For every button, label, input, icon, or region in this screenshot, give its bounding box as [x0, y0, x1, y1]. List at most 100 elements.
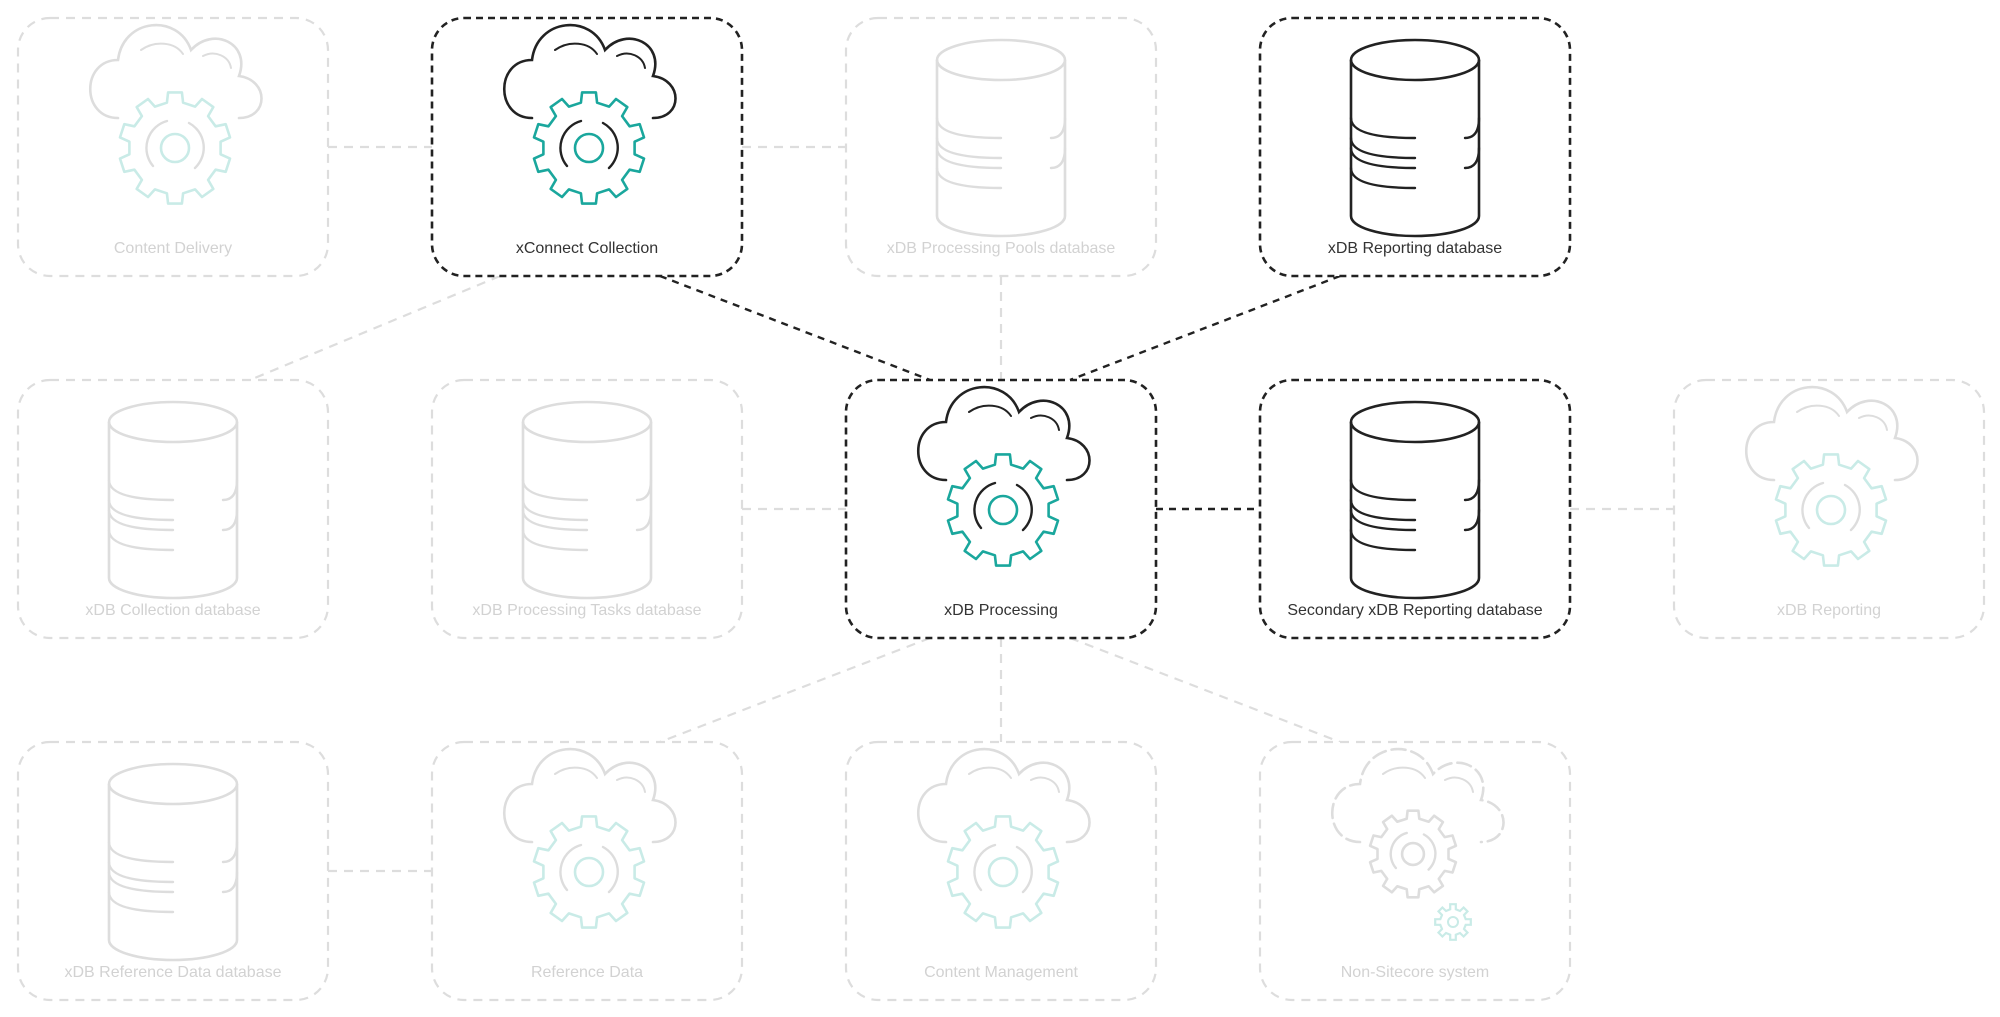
node-xdb-collection-database[interactable]: xDB Collection database [16, 378, 330, 640]
node-label: xDB Reporting [1777, 602, 1881, 619]
cloud-gear-icon [88, 23, 263, 205]
gear-hub [573, 132, 605, 164]
node-reference-data[interactable]: Reference Data [430, 740, 744, 1002]
node-xdb-processing[interactable]: xDB Processing [844, 378, 1158, 640]
database-band-1 [107, 478, 175, 522]
gear-arcs [1389, 831, 1437, 871]
connector-xdb-processing-to-reference-data [659, 636, 931, 744]
node-label: xDB Processing Tasks database [472, 602, 701, 619]
node-non-sitecore-system[interactable]: Non-Sitecore system [1258, 740, 1572, 1002]
gear-hub [987, 856, 1019, 888]
node-label: xDB Processing [944, 602, 1058, 619]
node-label: xConnect Collection [516, 240, 658, 257]
gear-shape [532, 815, 646, 929]
node-xdb-processing-pools-database[interactable]: xDB Processing Pools database [844, 16, 1158, 278]
broken-cloud-gear-icon [1330, 747, 1505, 941]
connector-xdb-reporting-database-to-xdb-processing [1069, 274, 1341, 382]
node-label: Non-Sitecore system [1341, 964, 1490, 981]
gear-shape [946, 815, 1060, 929]
database-body [107, 784, 239, 962]
cloud-shape [502, 747, 677, 844]
database-band-2 [521, 508, 589, 552]
cloud-gear-icon [1744, 385, 1919, 567]
database-band-1 [521, 478, 589, 522]
node-xconnect-collection[interactable]: xConnect Collection [430, 16, 744, 278]
connector-xconnect-collection-to-xdb-processing [659, 274, 931, 382]
node-secondary-xdb-reporting-database[interactable]: Secondary xDB Reporting database [1258, 378, 1572, 640]
node-frame [430, 378, 744, 640]
gear-arcs [1801, 481, 1861, 532]
gear-arcs [559, 119, 619, 170]
node-xdb-reporting[interactable]: xDB Reporting [1672, 378, 1986, 640]
node-xdb-processing-tasks-database[interactable]: xDB Processing Tasks database [430, 378, 744, 640]
database-icon [521, 400, 653, 600]
gear-arcs [559, 843, 619, 894]
cloud-gear-icon [502, 23, 677, 205]
database-band-edge-1 [1463, 478, 1481, 502]
database-band-edge-1 [221, 478, 239, 502]
database-band-1 [1349, 478, 1417, 522]
node-content-delivery[interactable]: Content Delivery [16, 16, 330, 278]
node-xdb-reference-data-database[interactable]: xDB Reference Data database [16, 740, 330, 1002]
gear-shape [1774, 453, 1888, 567]
database-band-edge-1 [635, 478, 653, 502]
database-band-edge-2 [635, 508, 653, 532]
gear-hub [159, 132, 191, 164]
cloud-gear-icon [916, 385, 1091, 567]
database-band-2 [1349, 508, 1417, 552]
node-label: Secondary xDB Reporting database [1287, 602, 1542, 619]
connector-xconnect-collection-to-xdb-collection-database [249, 274, 501, 382]
gear-shape [532, 91, 646, 205]
cloud-shape [916, 385, 1091, 482]
gear-shape [118, 91, 232, 205]
database-band-1 [107, 840, 175, 884]
database-band-edge-2 [1463, 508, 1481, 532]
database-body [935, 60, 1067, 238]
cloud-gear-icon [916, 747, 1091, 929]
connector-xdb-processing-to-non-sitecore-system [1069, 636, 1341, 744]
database-band-edge-2 [221, 508, 239, 532]
small-gear-shape [1434, 903, 1472, 941]
cloud-shape [88, 23, 263, 120]
gear-hub [573, 856, 605, 888]
database-band-1 [1349, 116, 1417, 160]
cloud-detail [968, 404, 1060, 431]
database-icon [107, 762, 239, 962]
database-icon [107, 400, 239, 600]
database-body [1349, 60, 1481, 238]
node-xdb-reporting-database[interactable]: xDB Reporting database [1258, 16, 1572, 278]
database-band-1 [935, 116, 1003, 160]
node-frame [16, 740, 330, 1002]
node-label: xDB Processing Pools database [887, 240, 1116, 257]
gear-arcs [145, 119, 205, 170]
gear-shape [946, 453, 1060, 567]
cloud-detail [140, 42, 232, 69]
cloud-gear-icon [502, 747, 677, 929]
node-label: Content Delivery [114, 240, 232, 257]
cloud-detail [1796, 404, 1888, 431]
gear-hub [987, 494, 1019, 526]
cloud-shape [1330, 747, 1505, 844]
database-body [1349, 422, 1481, 600]
cloud-shape [502, 23, 677, 120]
small-gear-hub [1447, 916, 1459, 928]
cloud-shape [916, 747, 1091, 844]
node-label: xDB Collection database [85, 602, 260, 619]
node-frame [1258, 16, 1572, 278]
gear-arcs [973, 843, 1033, 894]
node-label: xDB Reference Data database [64, 964, 281, 981]
node-content-management[interactable]: Content Management [844, 740, 1158, 1002]
database-band-edge-1 [1049, 116, 1067, 140]
node-label: xDB Reporting database [1328, 240, 1502, 257]
gear-arcs [973, 481, 1033, 532]
database-icon [935, 38, 1067, 238]
node-frame [16, 378, 330, 640]
database-band-edge-1 [221, 840, 239, 864]
database-body [521, 422, 653, 600]
database-icon [1349, 38, 1481, 238]
node-frame [1258, 378, 1572, 640]
cloud-detail [968, 766, 1060, 793]
cloud-detail [1382, 766, 1474, 793]
database-band-2 [107, 508, 175, 552]
database-band-2 [107, 870, 175, 914]
